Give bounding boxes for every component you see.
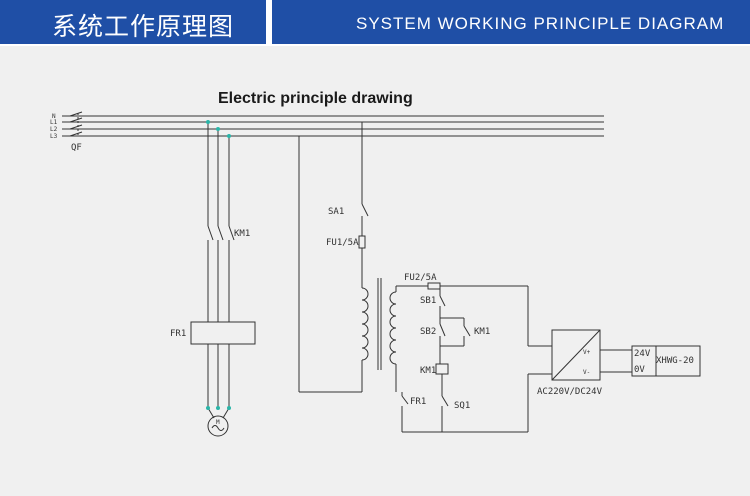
km1-coil xyxy=(435,363,449,375)
fu1-fuse xyxy=(358,235,366,249)
fu2-label: FU2/5A xyxy=(404,273,437,283)
device-block xyxy=(631,345,701,377)
km1-main-label: KM1 xyxy=(234,229,250,239)
fr1-relay xyxy=(190,321,256,345)
sb1-label: SB1 xyxy=(420,296,436,306)
bus-l3-label: L3 xyxy=(50,133,58,140)
bus-n-label: N xyxy=(52,113,56,120)
page-title-en: SYSTEM WORKING PRINCIPLE DIAGRAM xyxy=(356,14,725,33)
diagram-title: Electric principle drawing xyxy=(218,90,413,107)
km1-aux-label: KM1 xyxy=(474,327,490,337)
fr1-ctrl-label: FR1 xyxy=(410,397,426,407)
header-right-panel: SYSTEM WORKING PRINCIPLE DIAGRAM xyxy=(272,0,750,44)
sb2-label: SB2 xyxy=(420,327,436,337)
fu1-label: FU1/5A xyxy=(326,238,359,248)
page-title-cn: 系统工作原理图 xyxy=(52,12,235,41)
converter-block xyxy=(551,329,632,381)
header-separator xyxy=(266,0,272,44)
converter-vminus-label: V- xyxy=(583,369,590,376)
power-circuit xyxy=(190,122,256,437)
header-bar: 系统工作原理图 SYSTEM WORKING PRINCIPLE DIAGRAM xyxy=(0,0,750,46)
out-24v-label: 24V xyxy=(634,349,651,359)
bus-l1-label: L1 xyxy=(50,119,58,126)
diagram-area xyxy=(0,46,750,496)
motor-label: M xyxy=(216,419,220,426)
connection-dots xyxy=(206,120,231,410)
bus-l2-label: L2 xyxy=(50,126,58,133)
converter-label: AC220V/DC24V xyxy=(537,387,603,397)
device-label: XHWG-20 xyxy=(656,356,694,366)
converter-vplus-label: V+ xyxy=(583,349,591,356)
fr1-main-label: FR1 xyxy=(170,329,186,339)
out-0v-label: 0V xyxy=(634,365,645,375)
sa1-label: SA1 xyxy=(328,207,344,217)
qf-breaker xyxy=(69,111,83,137)
sq1-label: SQ1 xyxy=(454,401,470,411)
km1-coil-label: KM1 xyxy=(420,366,436,376)
header-left-panel: 系统工作原理图 xyxy=(0,0,266,44)
fu2-fuse xyxy=(427,282,441,290)
qf-label: QF xyxy=(71,143,82,153)
control-circuit xyxy=(298,122,552,433)
motor-symbol xyxy=(207,415,229,437)
